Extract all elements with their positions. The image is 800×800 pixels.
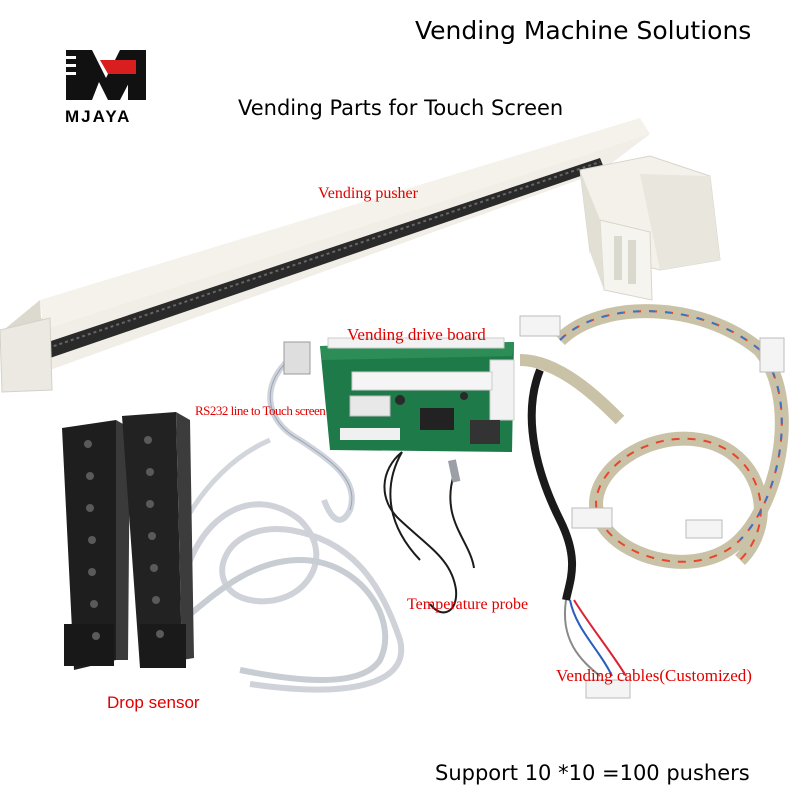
mj-monogram-logo (66, 50, 146, 100)
rs232-cable (267, 341, 355, 523)
label-drive-board: Vending drive board (347, 325, 486, 344)
drive-board (320, 337, 515, 452)
label-vending-cables: Vending cables(Customized) (556, 666, 752, 685)
page-subtitle: Vending Parts for Touch Screen (238, 96, 564, 120)
label-vending-pusher: Vending pusher (318, 185, 418, 202)
vending-pusher (0, 118, 721, 393)
label-drop-sensor: Drop sensor (107, 693, 200, 712)
label-rs232-line: RS232 line to Touch screen (195, 403, 326, 418)
sensor-ribbon-cable (156, 437, 405, 693)
temperature-probe (383, 451, 475, 614)
logo-text: MJAYA (65, 107, 132, 126)
label-temperature-probe: Temperature probe (407, 596, 529, 613)
vending-cable-harness (519, 304, 789, 699)
footer-caption: Support 10 *10 =100 pushers (435, 761, 750, 785)
header-title: Vending Machine Solutions (415, 16, 752, 45)
drop-sensor (62, 412, 194, 670)
